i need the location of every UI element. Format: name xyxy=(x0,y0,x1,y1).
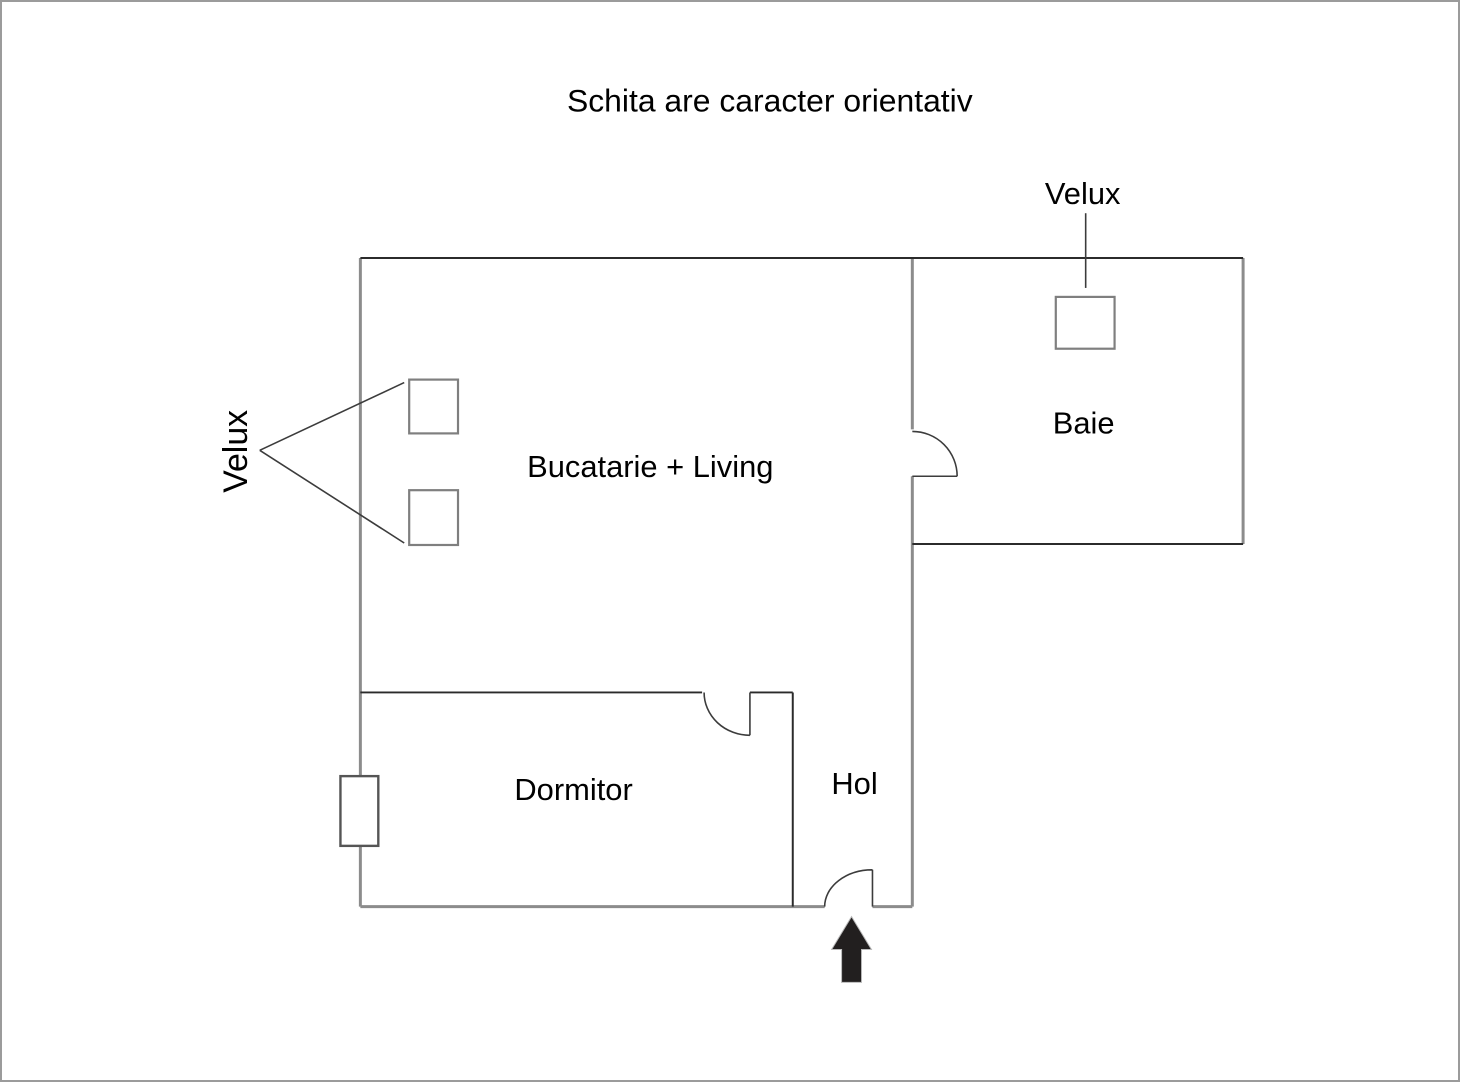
velux-window-kitchen-bottom xyxy=(408,489,460,547)
room-label-hall: Hol xyxy=(831,766,877,801)
velux-window-bathroom xyxy=(1054,295,1116,350)
room-label-kitchen-living: Bucatarie + Living xyxy=(527,449,773,484)
plan-title: Schita are caracter orientativ xyxy=(567,83,973,119)
entrance-door-arc xyxy=(823,868,874,907)
bedroom-window xyxy=(339,774,380,848)
room-label-bathroom: Baie xyxy=(1053,405,1115,440)
bedroom-door-arc xyxy=(703,692,751,737)
bathroom-door-arc xyxy=(912,430,958,478)
velux-window-kitchen-top xyxy=(408,378,460,435)
velux-leader-left xyxy=(259,381,405,544)
velux-label-right: Velux xyxy=(1045,176,1121,211)
velux-label-left: Velux xyxy=(217,410,255,493)
entrance-arrow-icon xyxy=(830,915,873,983)
room-label-bedroom: Dormitor xyxy=(514,772,632,807)
